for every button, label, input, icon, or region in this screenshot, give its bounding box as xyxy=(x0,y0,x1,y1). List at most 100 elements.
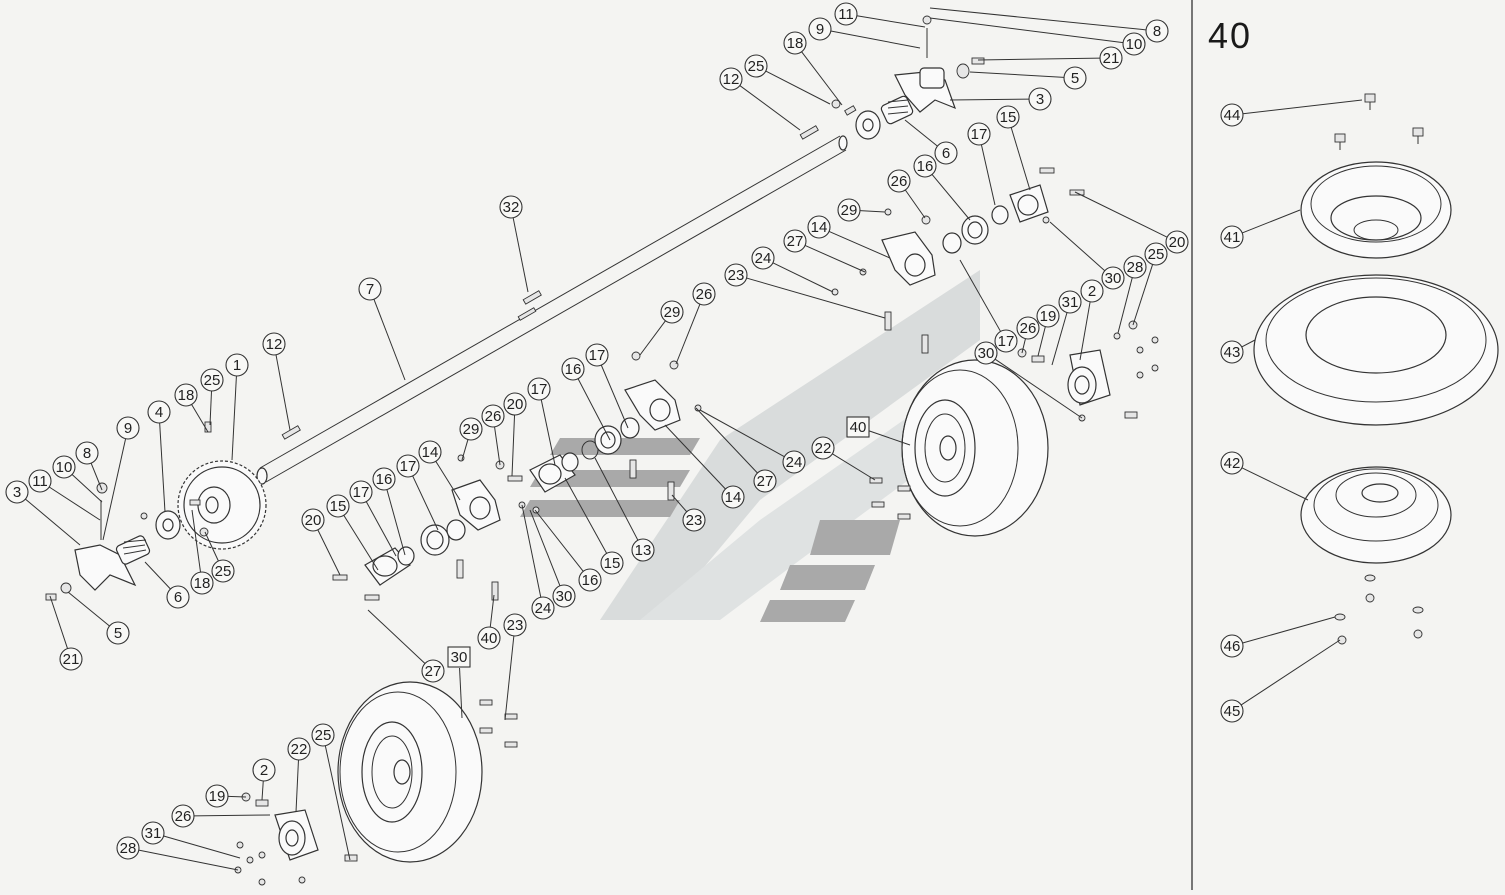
callout-label: 24 xyxy=(786,454,803,471)
callout-16: 16 xyxy=(913,154,971,221)
callout-circle xyxy=(837,198,861,222)
callout-label: 14 xyxy=(725,489,742,506)
callout-label: 28 xyxy=(120,840,137,857)
callout-17: 17 xyxy=(527,377,556,466)
callout-label: 17 xyxy=(531,381,548,398)
callout-leader xyxy=(231,375,237,461)
callout-leader xyxy=(275,354,291,431)
callout-leader xyxy=(295,759,299,813)
callout-circle xyxy=(503,392,527,416)
callout-circle xyxy=(1036,304,1060,328)
callout-leader xyxy=(204,531,219,562)
callout-circle xyxy=(692,282,716,306)
callout-label: 22 xyxy=(815,440,832,457)
callout-leader xyxy=(412,475,439,531)
callout-circle xyxy=(166,585,190,609)
callout-leader xyxy=(540,399,556,466)
callout-label: 16 xyxy=(917,158,934,175)
callout-circle xyxy=(1016,316,1040,340)
callout-label: 30 xyxy=(978,345,995,362)
callout-leader xyxy=(671,494,688,513)
callout-circle xyxy=(1099,46,1123,70)
callout-16: 16 xyxy=(534,509,602,592)
callout-leader xyxy=(969,71,1065,78)
callout-leader xyxy=(365,501,397,557)
callout-leader xyxy=(639,320,666,356)
kit-rim-outer xyxy=(1300,161,1452,259)
callout-leader xyxy=(1117,277,1133,334)
callout-label: 23 xyxy=(507,617,524,634)
callout-leader xyxy=(193,814,271,817)
callout-14: 14 xyxy=(418,440,461,501)
callout-leader xyxy=(504,635,515,721)
callout-leader xyxy=(49,595,68,649)
callout-label: 8 xyxy=(1153,23,1161,40)
callout-leader xyxy=(695,407,758,474)
callout-leader xyxy=(521,504,542,598)
callout-6: 6 xyxy=(904,119,958,165)
callout-circle xyxy=(481,404,505,428)
callout-leader xyxy=(765,70,831,105)
callout-label: 19 xyxy=(1040,308,1057,325)
callout-leader xyxy=(25,498,81,546)
callout-29: 29 xyxy=(459,417,483,461)
callout-40: 40 xyxy=(846,416,911,446)
callout-leader xyxy=(209,390,213,426)
callout-4: 4 xyxy=(147,400,171,513)
callout-leader xyxy=(1242,209,1301,234)
callout-leader xyxy=(739,85,801,131)
callout-leader xyxy=(324,745,351,861)
callout-label: 22 xyxy=(291,741,308,758)
callout-leader xyxy=(191,509,202,573)
callout-circle xyxy=(682,508,706,532)
kit-rim-inner xyxy=(1300,466,1452,564)
callout-label: 14 xyxy=(811,219,828,236)
callout-leader xyxy=(600,364,629,429)
callout-leader xyxy=(929,7,1147,31)
callout-circle xyxy=(807,215,831,239)
callout-leader xyxy=(1241,467,1309,501)
callout-label: 40 xyxy=(850,419,867,436)
callout-label: 25 xyxy=(748,58,765,75)
callout-circle xyxy=(141,821,165,845)
callout-22: 22 xyxy=(811,436,876,481)
callout-circle xyxy=(1063,66,1087,90)
callout-label: 23 xyxy=(728,267,745,284)
callout-10: 10 xyxy=(929,17,1146,56)
callout-label: 31 xyxy=(1062,294,1079,311)
callout-leader xyxy=(772,262,834,293)
callout-25: 25 xyxy=(1132,242,1168,326)
callout-26: 26 xyxy=(675,282,716,365)
callout-label: 45 xyxy=(1224,703,1241,720)
kit-hardware xyxy=(1334,93,1424,645)
callout-leader xyxy=(138,849,239,871)
callout-label: 26 xyxy=(175,808,192,825)
callout-label: 5 xyxy=(114,625,122,642)
callout-leader xyxy=(980,144,996,206)
callout-label: 15 xyxy=(330,498,347,515)
callout-label: 27 xyxy=(787,233,804,250)
callout-circle xyxy=(358,277,382,301)
callout-label: 18 xyxy=(787,35,804,52)
callout-label: 6 xyxy=(942,145,950,162)
callout-label: 3 xyxy=(1036,91,1044,108)
callout-circle xyxy=(396,454,420,478)
callout-26: 26 xyxy=(171,804,271,828)
callout-41: 41 xyxy=(1220,209,1301,249)
callout-11: 11 xyxy=(834,2,926,28)
callout-circle xyxy=(1058,290,1082,314)
callout-circle xyxy=(372,467,396,491)
callout-leader xyxy=(159,422,166,513)
callout-circle xyxy=(934,141,958,165)
callout-leader xyxy=(804,244,866,273)
callout-circle xyxy=(1123,255,1147,279)
callout-6: 6 xyxy=(144,561,190,609)
callout-circle xyxy=(503,613,527,637)
callout-18: 18 xyxy=(174,383,209,433)
callout-leader xyxy=(746,277,886,319)
callout-label: 18 xyxy=(194,575,211,592)
right-clamp-assembly xyxy=(855,15,985,140)
callout-25: 25 xyxy=(200,368,224,426)
hub-right xyxy=(1067,349,1111,406)
sprocket xyxy=(177,460,267,550)
